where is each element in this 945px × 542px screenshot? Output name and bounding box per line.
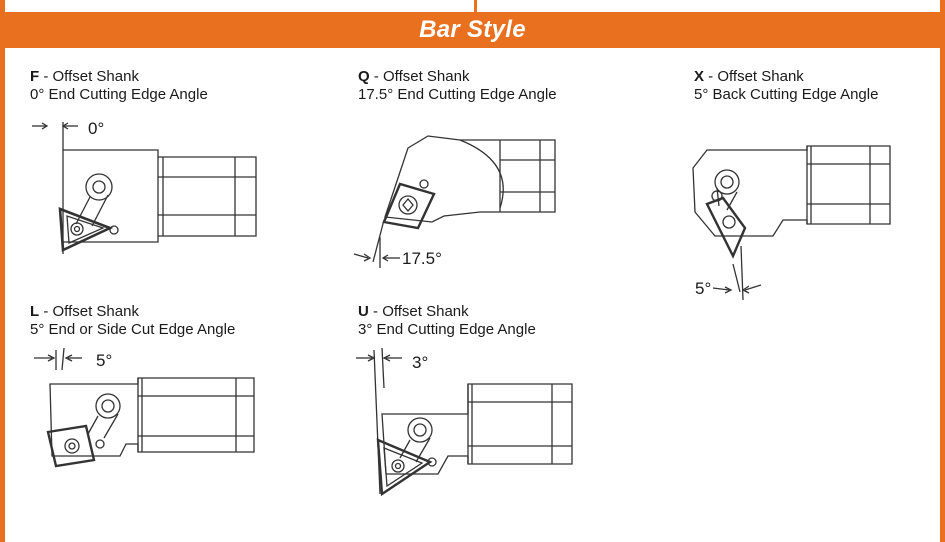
style-q-code: Q — [358, 68, 370, 85]
style-f-description: 0° End Cutting Edge Angle — [30, 86, 208, 103]
style-l-name: Offset Shank — [52, 303, 139, 320]
style-u-separator: - — [368, 303, 383, 320]
style-q-description: 17.5° End Cutting Edge Angle — [358, 86, 557, 103]
style-u-code: U — [358, 303, 369, 320]
style-l-caption: L - Offset Shank 5° End or Side Cut Edge… — [30, 303, 235, 339]
style-u-caption: U - Offset Shank 3° End Cutting Edge Ang… — [358, 303, 536, 339]
style-f-separator: - — [39, 68, 53, 85]
style-u-diagram: 3° — [356, 347, 573, 497]
style-q-caption: Q - Offset Shank 17.5° End Cutting Edge … — [358, 68, 557, 104]
style-u-angle-label: 3° — [412, 353, 428, 372]
style-x-code: X — [694, 68, 705, 85]
style-f-diagram: 0° — [32, 119, 257, 254]
style-f-caption: F - Offset Shank 0° End Cutting Edge Ang… — [30, 68, 208, 104]
top-connector-tick — [474, 0, 477, 12]
style-x-separator: - — [704, 68, 718, 85]
style-q-separator: - — [369, 68, 384, 85]
style-l-code: L — [30, 303, 40, 320]
section-header: Bar Style — [0, 12, 945, 48]
style-x-description: 5° Back Cutting Edge Angle — [694, 86, 879, 103]
style-l-separator: - — [39, 303, 53, 320]
section-title: Bar Style — [419, 16, 526, 43]
style-x-angle-label: 5° — [695, 279, 711, 298]
style-x-diagram: 5° — [692, 145, 891, 301]
style-u-description: 3° End Cutting Edge Angle — [358, 321, 536, 338]
style-f-angle-label: 0° — [88, 119, 104, 138]
style-f-name: Offset Shank — [52, 68, 139, 85]
style-l-diagram: 5° — [34, 347, 255, 468]
style-l-description: 5° End or Side Cut Edge Angle — [30, 321, 236, 338]
style-x-name: Offset Shank — [717, 68, 804, 85]
style-q-angle-label: 17.5° — [402, 249, 442, 268]
frame-left-border — [0, 0, 5, 542]
style-f-code: F — [30, 68, 40, 85]
style-l-angle-label: 5° — [96, 351, 112, 370]
style-x-caption: X - Offset Shank 5° Back Cutting Edge An… — [694, 68, 878, 104]
style-u-name: Offset Shank — [382, 303, 469, 320]
style-q-diagram: 17.5° — [353, 135, 556, 268]
frame-right-border — [940, 0, 945, 542]
style-q-name: Offset Shank — [383, 68, 470, 85]
